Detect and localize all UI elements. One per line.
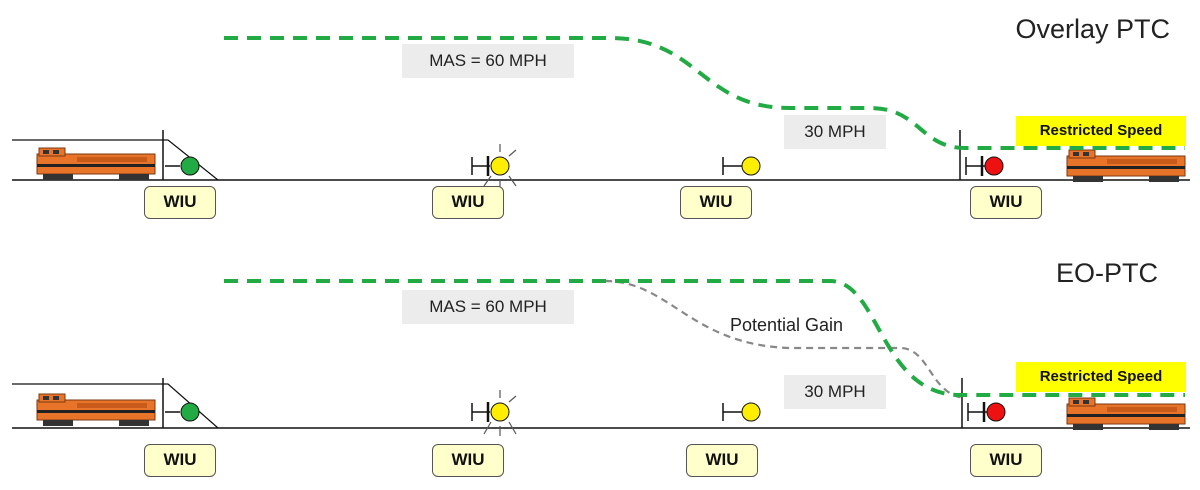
wiu-box: WIU <box>144 186 216 219</box>
locomotive-icon <box>1066 397 1186 431</box>
wiu-box: WIU <box>432 186 504 219</box>
speed-profile-curve <box>224 36 1185 150</box>
signal-green-icon <box>165 156 200 176</box>
potential-gain-label: Potential Gain <box>730 315 844 335</box>
track-siding <box>12 383 219 429</box>
signal-flashing-yellow-icon <box>471 144 517 190</box>
signal-yellow-icon <box>722 402 761 422</box>
wiu-box: WIU <box>432 444 504 477</box>
low-speed-label: 30 MPH <box>784 115 886 149</box>
restricted-speed-label: Restricted Speed <box>1016 116 1186 146</box>
signal-green-icon <box>165 402 200 422</box>
max-speed-label: MAS = 60 MPH <box>402 44 574 78</box>
signal-red-icon <box>967 402 1006 422</box>
panel-title: EO-PTC <box>1055 258 1158 288</box>
track-siding <box>12 139 219 181</box>
signal-flashing-yellow-icon <box>471 390 517 436</box>
speed-profile-curve <box>224 279 1185 397</box>
wiu-box: WIU <box>680 186 752 219</box>
wiu-box: WIU <box>686 444 758 477</box>
signal-yellow-icon <box>722 156 761 176</box>
potential-gain-curve <box>604 279 966 400</box>
restricted-speed-label: Restricted Speed <box>1016 362 1186 392</box>
max-speed-label: MAS = 60 MPH <box>402 290 574 324</box>
signal-red-icon <box>965 156 1004 176</box>
wiu-box: WIU <box>970 444 1042 477</box>
panel-title: Overlay PTC <box>1015 14 1170 44</box>
wiu-box: WIU <box>970 186 1042 219</box>
locomotive-icon <box>1066 149 1186 183</box>
locomotive-icon <box>36 393 156 427</box>
wiu-box: WIU <box>144 444 216 477</box>
low-speed-label: 30 MPH <box>784 375 886 409</box>
locomotive-icon <box>36 147 156 181</box>
